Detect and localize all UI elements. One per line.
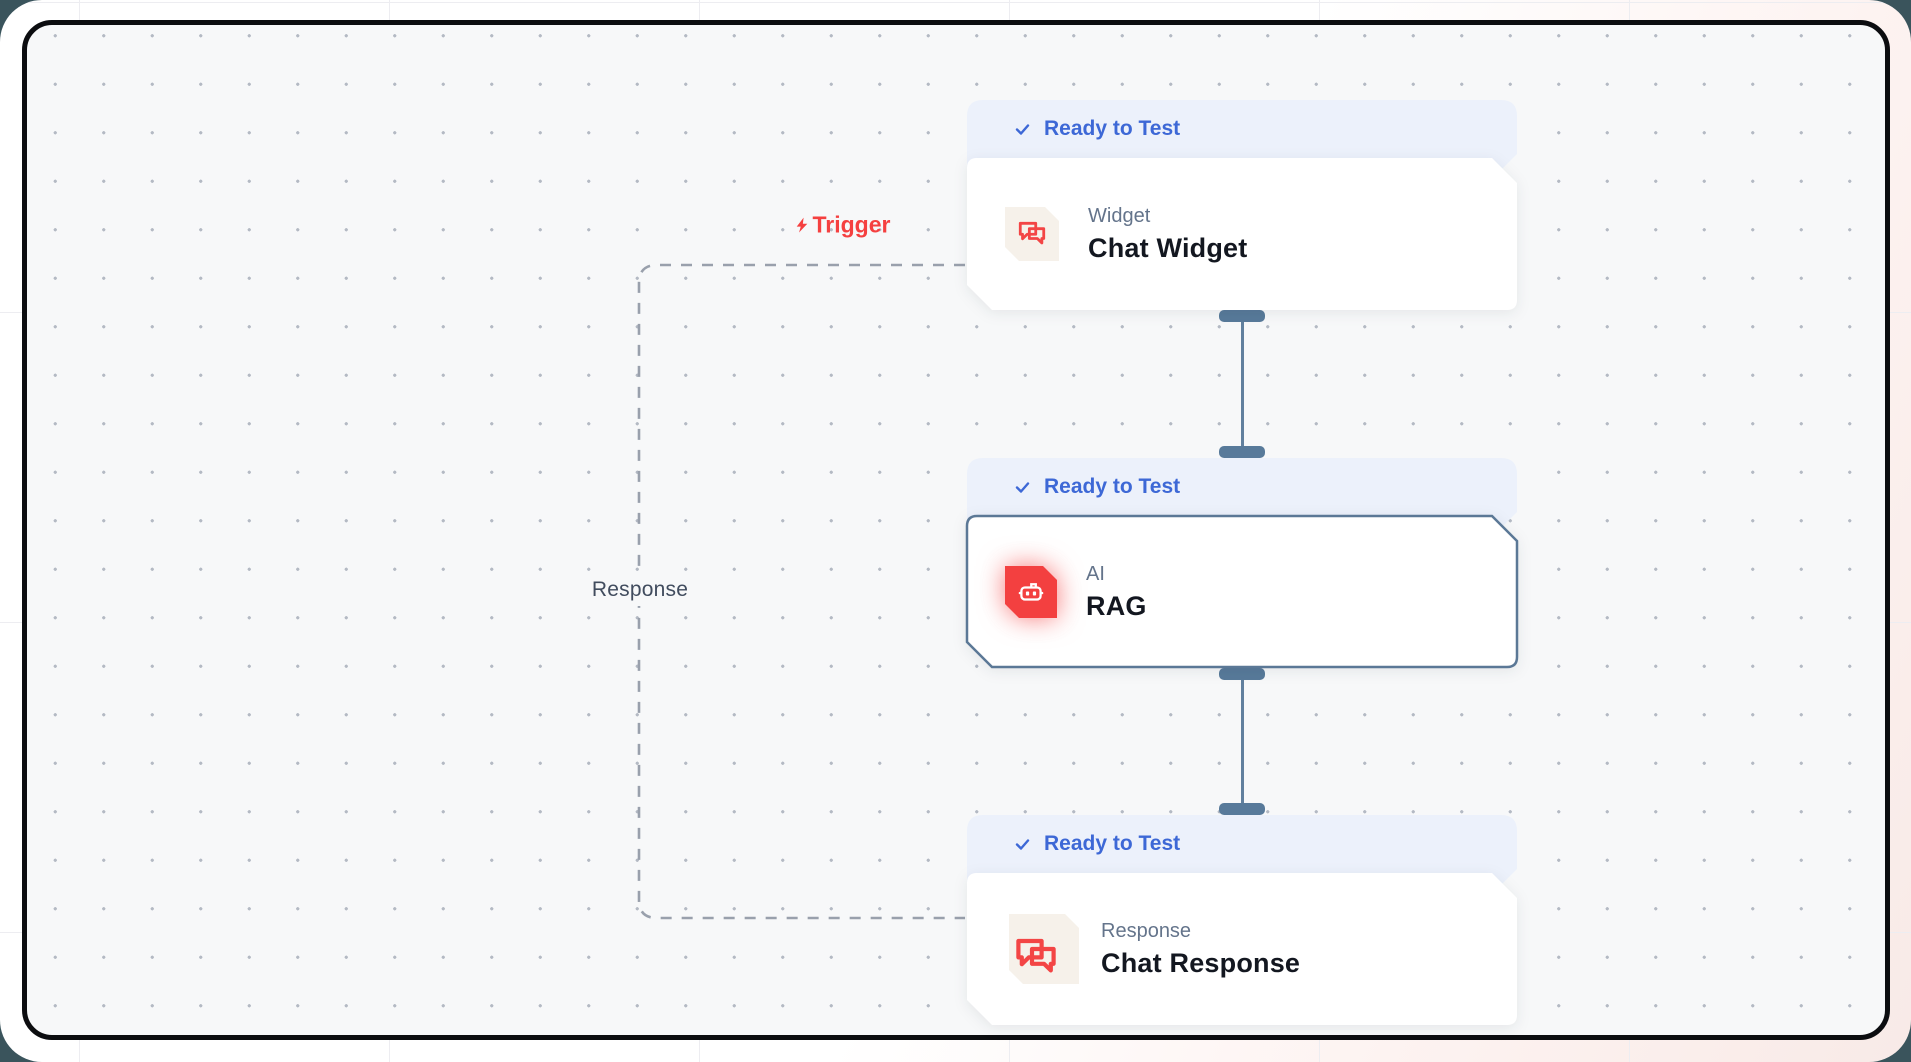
node-title: Chat Widget [1088, 232, 1248, 263]
source-handle[interactable] [1219, 310, 1265, 322]
check-icon [1015, 839, 1030, 850]
target-handle[interactable] [1219, 446, 1265, 458]
chat-bubbles-icon [1012, 933, 1060, 981]
edge-line [1241, 676, 1244, 803]
node-category: Response [1101, 919, 1192, 942]
node-icon-glow [1005, 566, 1057, 618]
source-handle[interactable] [1219, 668, 1265, 680]
edge-line [1241, 318, 1244, 448]
node-rag[interactable]: Ready to Test [965, 458, 1519, 669]
status-badge [967, 100, 1517, 176]
node-card[interactable] [967, 158, 1517, 310]
flow-canvas[interactable]: Response Trigger [22, 20, 1890, 1040]
check-icon [1015, 482, 1030, 493]
lightning-icon [796, 217, 808, 233]
status-badge [967, 815, 1517, 891]
robot-icon [1015, 576, 1047, 608]
chat-bubbles-icon [1016, 218, 1048, 250]
node-category: AI [1086, 562, 1105, 585]
status-badge-label: Ready to Test [1044, 117, 1181, 140]
node-icon-box [1005, 566, 1057, 618]
node-card[interactable] [967, 873, 1517, 1025]
flow-layer: Response Trigger [54, 50, 1911, 1060]
node-chat-response[interactable]: Ready to Test Response Chat Response [967, 815, 1517, 1025]
trigger-edge-label: Trigger [794, 211, 891, 239]
target-handle[interactable] [1219, 803, 1265, 815]
node-title: Chat Response [1101, 947, 1301, 978]
node-icon-box [1009, 914, 1079, 984]
status-badge-label: Ready to Test [1044, 475, 1181, 498]
status-badge-label: Ready to Test [1044, 832, 1181, 855]
trigger-label-text: Trigger [812, 211, 891, 238]
node-title: RAG [1086, 590, 1147, 621]
node-category: Widget [1088, 204, 1151, 227]
node-card[interactable] [965, 514, 1519, 669]
check-icon [1015, 124, 1030, 135]
node-chat-widget[interactable]: Ready to Test Widget Chat Widget [967, 100, 1517, 310]
edge-label-response: Response [582, 574, 698, 606]
node-icon-box [1005, 207, 1059, 261]
